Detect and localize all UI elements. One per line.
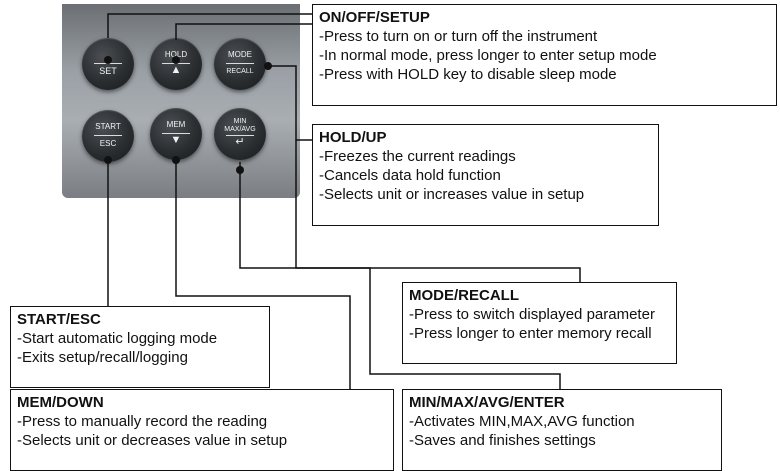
box-item: -Exits setup/recall/logging	[17, 349, 188, 366]
up-arrow-icon: ▲	[170, 64, 182, 76]
leader-line-hold	[175, 23, 312, 40]
start-esc-key[interactable]: START ESC	[82, 110, 134, 162]
leader-dot	[172, 56, 180, 64]
recall-key-label: RECALL	[226, 68, 254, 75]
box-title: HOLD/UP	[319, 129, 387, 146]
mode-key-label: MODE	[228, 50, 252, 59]
hold-up-box: HOLD/UP -Freezes the current readings -C…	[312, 124, 659, 226]
min-key-label: MIN	[233, 118, 247, 125]
leader-dot	[172, 156, 180, 164]
box-item: -Press longer to enter memory recall	[409, 325, 652, 342]
hold-key-label: HOLD	[164, 50, 188, 59]
down-arrow-icon: ▼	[170, 134, 182, 146]
box-title: MODE/RECALL	[409, 287, 519, 304]
start-esc-box: START/ESC -Start automatic logging mode …	[10, 306, 270, 388]
start-key-label: START	[95, 122, 121, 131]
mem-down-key[interactable]: MEM ▼	[150, 108, 202, 160]
mem-down-box: MEM/DOWN -Press to manually record the r…	[10, 389, 394, 471]
key-divider	[226, 63, 254, 64]
box-item: -Activates MIN,MAX,AVG function	[409, 413, 635, 430]
box-item: -Press to manually record the reading	[17, 413, 268, 430]
box-item: -In normal mode, press longer to enter s…	[319, 47, 657, 64]
leader-line-min	[239, 162, 561, 389]
key-divider	[94, 135, 122, 136]
leader-dot	[236, 166, 244, 174]
box-item: -Saves and finishes settings	[409, 432, 596, 449]
keypad-panel	[62, 4, 300, 198]
leader-dot	[104, 156, 112, 164]
box-item: -Press with HOLD key to disable sleep mo…	[319, 66, 617, 83]
box-item: -Freezes the current readings	[319, 148, 516, 165]
box-title: START/ESC	[17, 311, 101, 328]
mode-recall-box: MODE/RECALL -Press to switch displayed p…	[402, 282, 677, 364]
box-title: MEM/DOWN	[17, 394, 104, 411]
esc-key-label: ESC	[99, 139, 117, 148]
leader-line-on-off	[107, 13, 312, 38]
leader-dot	[264, 62, 272, 70]
box-item: -Selects unit or decreases value in setu…	[17, 432, 288, 449]
max-avg-key-label: MAX/AVG	[224, 126, 256, 133]
mode-recall-key[interactable]: MODE RECALL	[214, 38, 266, 90]
enter-icon: ↵	[235, 136, 245, 148]
leader-line-mode-hold	[268, 65, 312, 141]
leader-line-mem	[175, 162, 351, 389]
key-divider	[226, 135, 254, 136]
set-key-label: SET	[99, 66, 117, 76]
box-title: ON/OFF/SETUP	[319, 9, 430, 26]
box-item: -Press to switch displayed parameter	[409, 306, 655, 323]
key-divider	[162, 133, 190, 134]
box-item: -Start automatic logging mode	[17, 330, 218, 347]
box-item: -Cancels data hold function	[319, 167, 501, 184]
on-off-setup-box: ON/OFF/SETUP -Press to turn on or turn o…	[312, 4, 777, 106]
mem-key-label: MEM	[166, 120, 186, 129]
box-item: -Selects unit or increases value in setu…	[319, 186, 585, 203]
box-item: -Press to turn on or turn off the instru…	[319, 28, 598, 45]
min-max-avg-enter-box: MIN/MAX/AVG/ENTER -Activates MIN,MAX,AVG…	[402, 389, 722, 471]
box-title: MIN/MAX/AVG/ENTER	[409, 394, 565, 411]
leader-line-mode-recall	[295, 140, 581, 282]
leader-dot	[104, 56, 112, 64]
min-max-avg-enter-key[interactable]: MIN MAX/AVG ↵	[214, 108, 266, 160]
